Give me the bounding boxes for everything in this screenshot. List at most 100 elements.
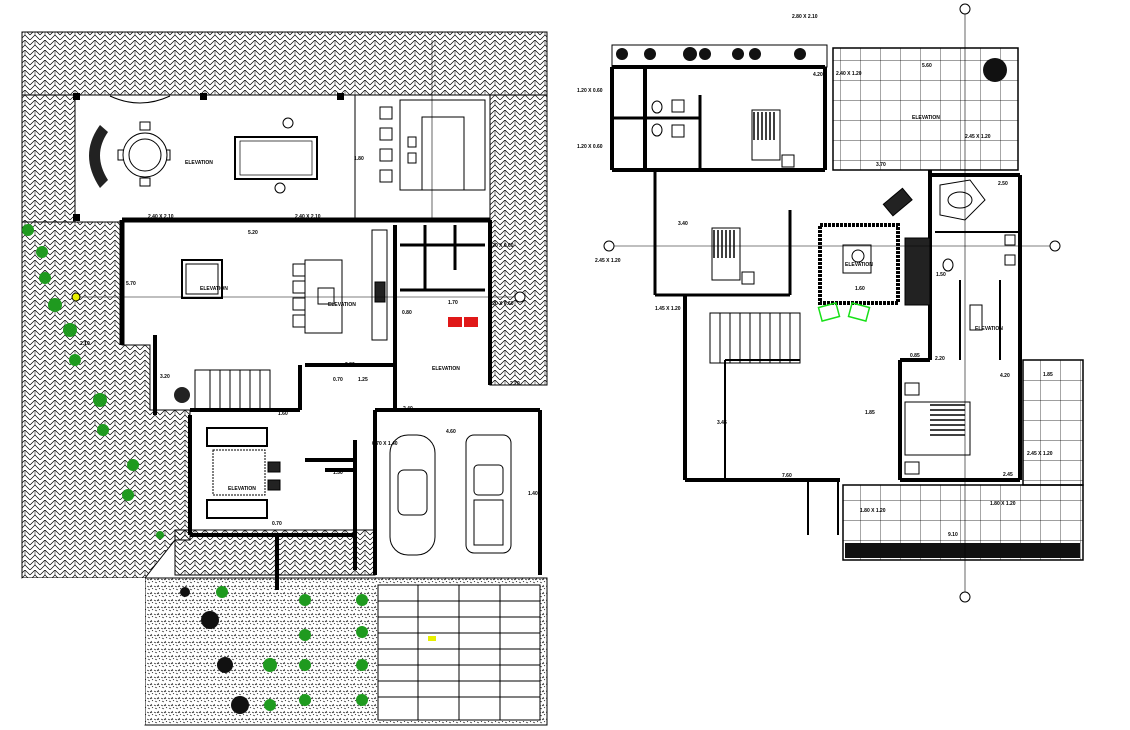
dimension: 1.50 xyxy=(333,470,343,476)
curved-sofa xyxy=(89,125,108,188)
dimension: 3.70 xyxy=(876,162,886,168)
dimension: 1.85 xyxy=(1043,372,1053,378)
lounge-rug xyxy=(818,187,931,306)
elevation-tag: ELEVATION xyxy=(845,262,873,268)
window-label: 1.45 X 1.20 xyxy=(655,306,681,312)
dimension: 5.60 xyxy=(922,63,932,69)
window-label: 2.80 X 2.10 xyxy=(792,14,818,20)
driveway-pavers xyxy=(377,584,541,721)
dimension: 0.80 xyxy=(402,310,412,316)
dimension: 3.20 xyxy=(160,374,170,380)
dimension: 1.70 xyxy=(448,300,458,306)
dimension: 3.40 xyxy=(678,221,688,227)
elevation-tag: ELEVATION xyxy=(432,366,460,372)
window-label: 1.80 X 1.20 xyxy=(990,501,1016,507)
dimension: 5.20 xyxy=(248,230,258,236)
dimension: 2.20 xyxy=(510,381,520,387)
dimension: 4.20 xyxy=(813,72,823,78)
pool-table xyxy=(234,117,318,194)
grid-axis-marker[interactable] xyxy=(1049,240,1061,252)
window-label: 2.45 X 1.20 xyxy=(595,258,621,264)
window-label: 2.40 X 2.10 xyxy=(148,214,174,220)
dimension: 0.70 xyxy=(272,521,282,527)
washer-red xyxy=(448,317,462,327)
grid-axis-marker[interactable] xyxy=(603,240,615,252)
awning xyxy=(109,95,171,104)
dimension: 2.10 xyxy=(80,341,90,347)
window-label: 2.45 X 1.20 xyxy=(965,134,991,140)
kitchen-island xyxy=(292,229,388,341)
green-armchair xyxy=(817,301,841,323)
palm-plant xyxy=(983,58,1007,82)
car-1 xyxy=(389,434,436,556)
planter-bottom xyxy=(845,543,1080,558)
terrace-right xyxy=(1022,359,1084,486)
master-bath-fixtures xyxy=(939,179,1016,331)
dining-table xyxy=(181,259,223,299)
elevation-tag: ELEVATION xyxy=(912,115,940,121)
dimension: 2.50 xyxy=(998,181,1008,187)
dimension: 4.60 xyxy=(446,429,456,435)
dimension: 0.85 xyxy=(910,353,920,359)
plant-pot xyxy=(174,387,190,403)
dimension: 2.80 xyxy=(345,362,355,368)
window-label: 1.80 X 1.20 xyxy=(860,508,886,514)
bed-1 xyxy=(751,109,795,168)
planter-shrubs-top xyxy=(616,47,806,61)
dimension: 1.85 xyxy=(865,410,875,416)
dimension: 2.45 xyxy=(1003,472,1013,478)
window-label: 1.20 X 0.60 xyxy=(577,88,603,94)
ground-floor-plan: ELEVATION ELEVATION xyxy=(21,31,548,726)
yellow-marker xyxy=(428,636,436,641)
elevation-tag: ELEVATION xyxy=(200,286,228,292)
dimension: 5.70 xyxy=(126,281,136,287)
dimension: 1.80 xyxy=(354,156,364,162)
dimension: 2.40 xyxy=(403,406,413,412)
bed-2 xyxy=(711,227,755,285)
palm-shrubs xyxy=(180,587,249,714)
dimension: 9.10 xyxy=(948,532,958,538)
grid-axis-marker-yellow[interactable] xyxy=(71,292,81,302)
round-dining-table xyxy=(117,121,171,187)
stairs-ground xyxy=(194,369,271,411)
window-label: 1.20 X 0.60 xyxy=(488,243,514,249)
dryer-red xyxy=(464,317,478,327)
dimension: 1.60 xyxy=(855,286,865,292)
window-label: 1.20 X 0.60 xyxy=(577,144,603,150)
plants-ground xyxy=(22,224,368,711)
bed-3 xyxy=(904,382,971,475)
grid-axis-marker[interactable] xyxy=(959,3,971,15)
stairs-first xyxy=(709,312,801,364)
car-2 xyxy=(465,434,512,554)
dimension: 4.20 xyxy=(1000,373,1010,379)
window-label: 2.45 X 1.20 xyxy=(1027,451,1053,457)
dimension: 1.60 xyxy=(278,411,288,417)
dimension: 1.50 xyxy=(936,272,946,278)
green-armchair xyxy=(847,301,871,323)
paving-left-top xyxy=(21,94,76,223)
elevation-tag: ELEVATION xyxy=(185,160,213,166)
window-label: 2.40 X 2.10 xyxy=(295,214,321,220)
dimension: 1.25 xyxy=(358,377,368,383)
dimension: 0.70 xyxy=(333,377,343,383)
dimension: 7.60 xyxy=(782,473,792,479)
grid-axis-marker[interactable] xyxy=(959,591,971,603)
window-label: 2.40 X 1.20 xyxy=(836,71,862,77)
dimension: 3.45 xyxy=(717,420,727,426)
first-floor-walls xyxy=(610,65,1022,535)
window-label: 0.70 X 1.40 xyxy=(372,441,398,447)
grid-axis-marker[interactable] xyxy=(514,291,526,303)
bathroom-fixtures-top-left xyxy=(651,99,685,138)
bar-counter xyxy=(379,99,486,191)
dimension: 1.40 xyxy=(528,491,538,497)
elevation-tag: ELEVATION xyxy=(975,326,1003,332)
window-label: 1.20 X 0.60 xyxy=(488,301,514,307)
first-floor-plan: ELEVATION xyxy=(577,3,1084,603)
living-set xyxy=(206,427,281,519)
elevation-tag: ELEVATION xyxy=(228,486,256,492)
dimension: 2.20 xyxy=(935,356,945,362)
paving-top xyxy=(21,31,548,96)
elevation-tag: ELEVATION xyxy=(328,302,356,308)
